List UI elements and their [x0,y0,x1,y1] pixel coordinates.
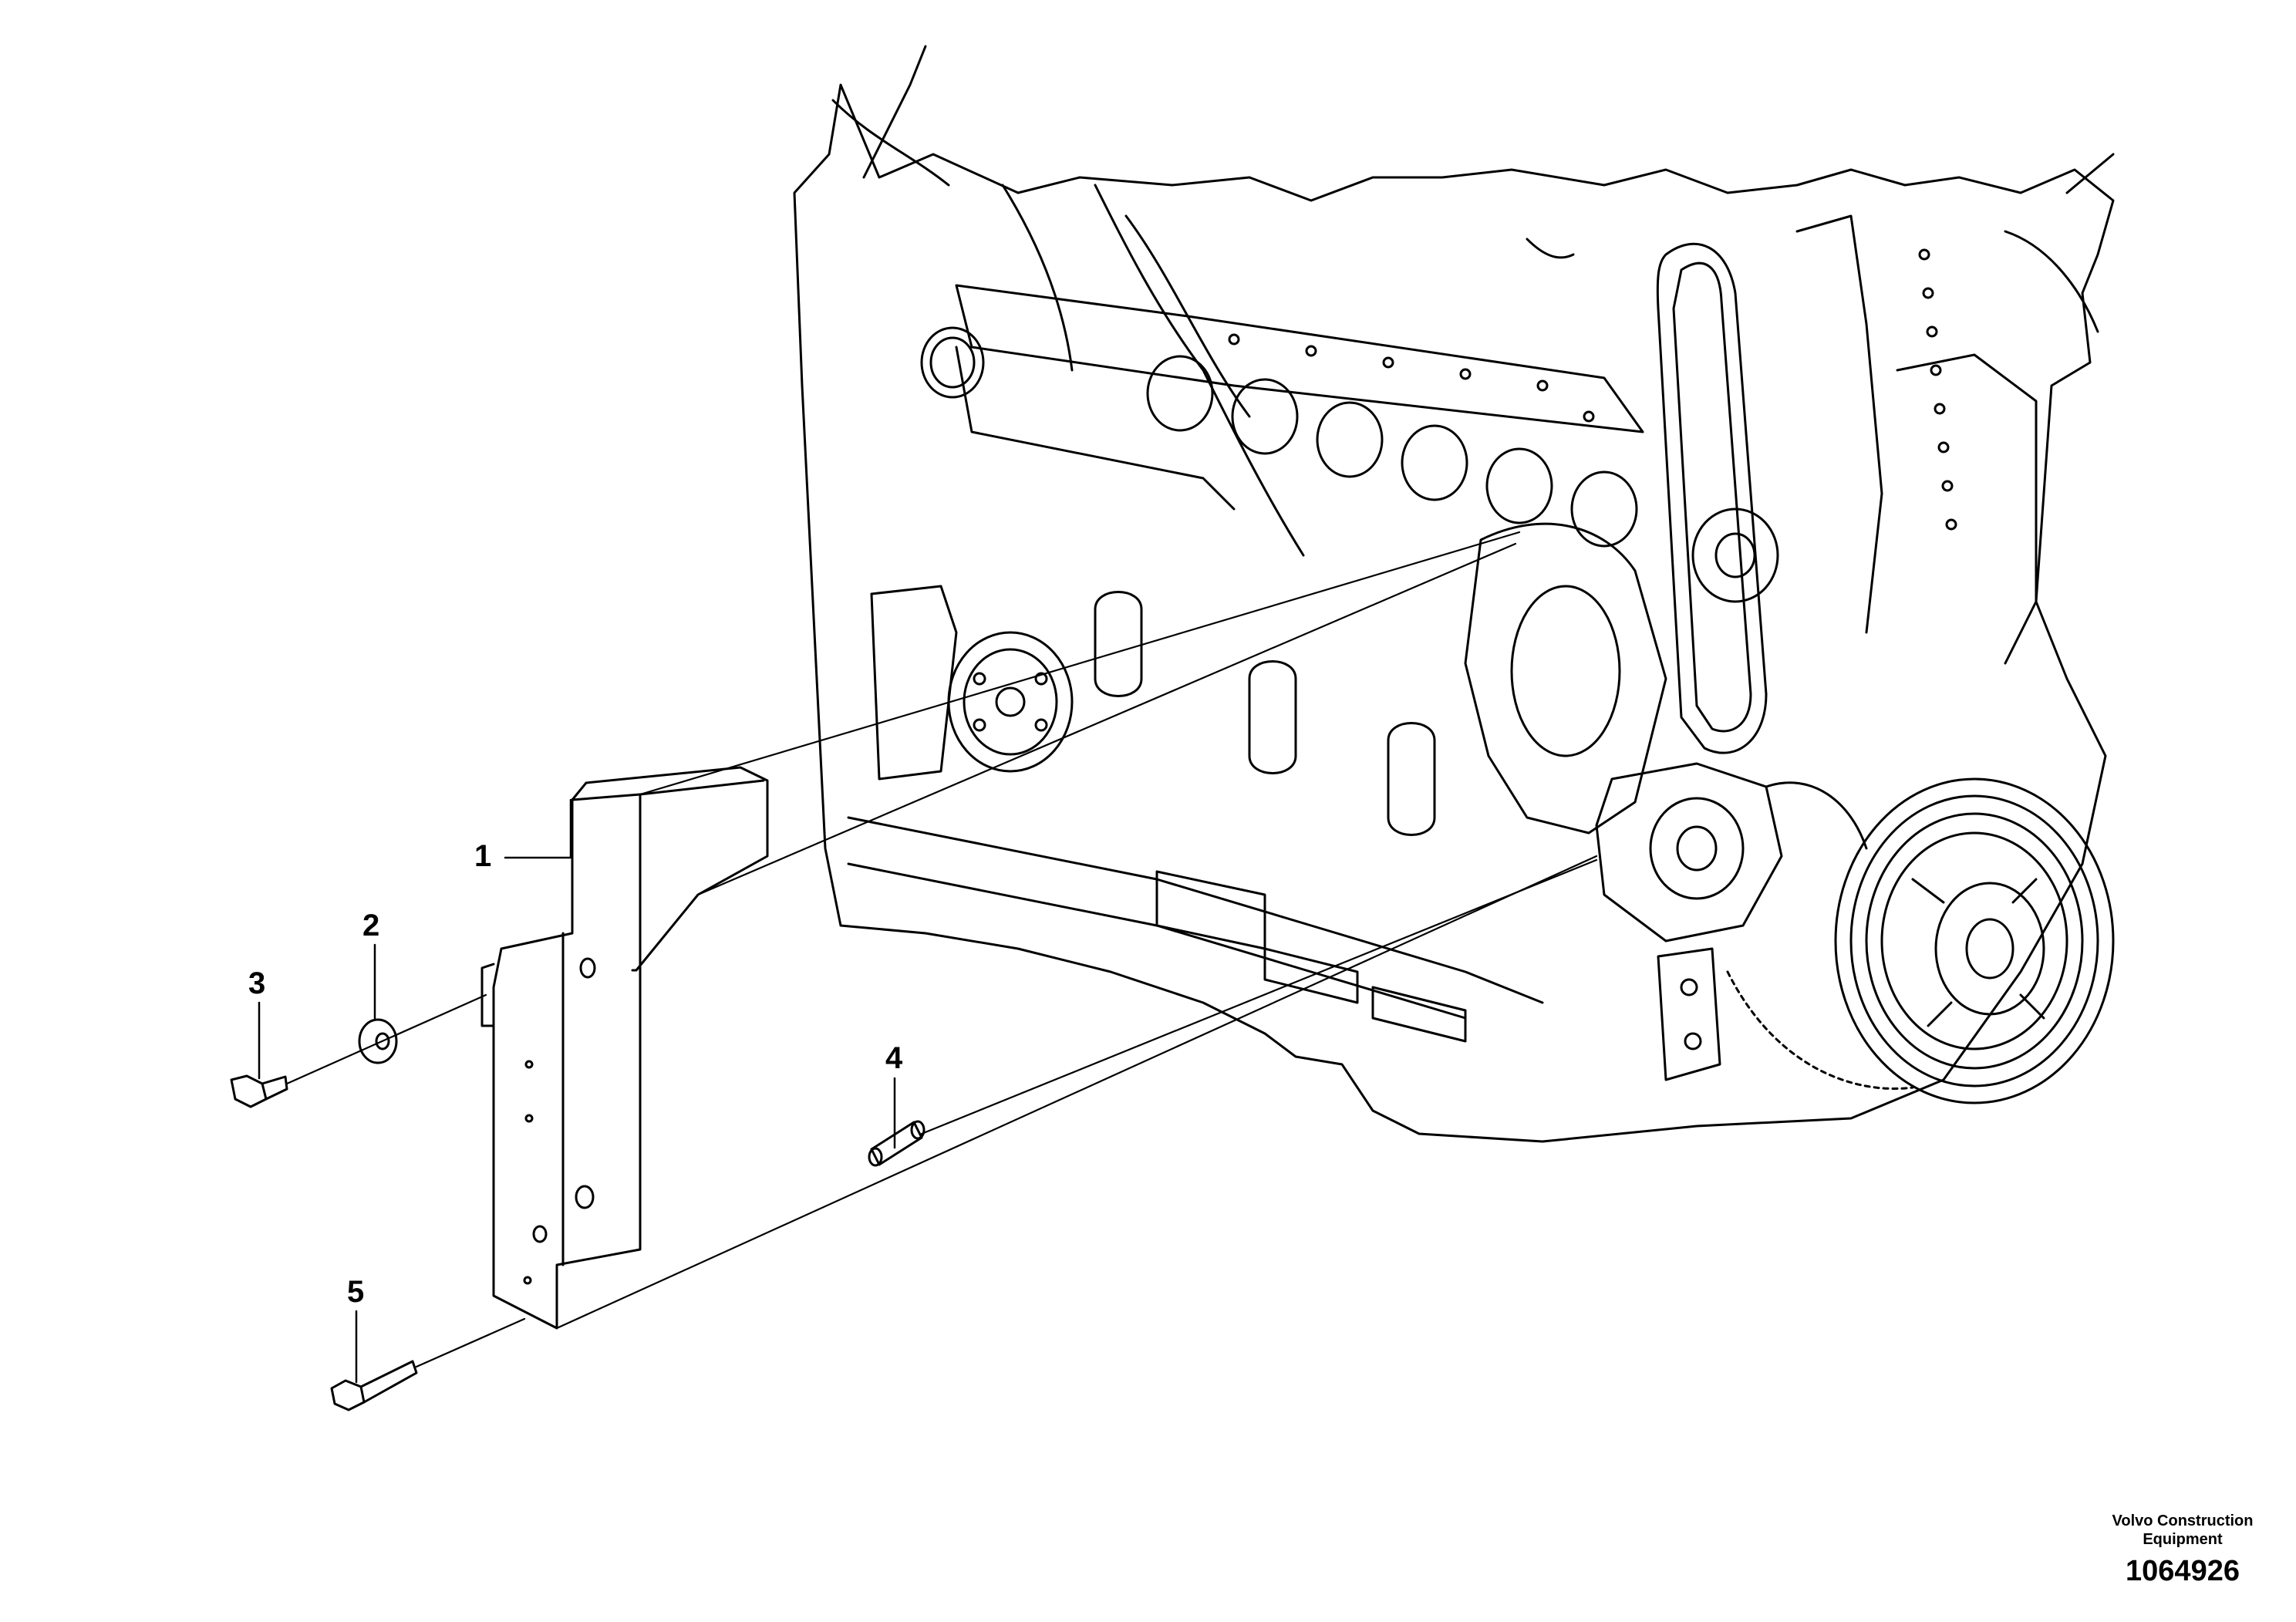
callout-2: 2 [362,909,380,943]
callout-3: 3 [248,966,266,1000]
part-2-washer [358,1018,398,1064]
part-5-long-bolt [330,1360,418,1411]
part-3-bolt [230,1074,288,1108]
callout-5: 5 [347,1275,365,1309]
part-1-heat-shield-bracket [480,766,769,1330]
publisher-line-2: Equipment [2143,1531,2223,1548]
publisher-line-1: Volvo Construction [2112,1512,2254,1529]
assembly-lines [285,531,1598,1368]
part-4-spacer [868,1120,925,1167]
publisher-label: Volvo Construction Equipment [2075,1512,2291,1549]
document-number: 1064926 [2126,1555,2240,1587]
callout-leaders [258,798,896,1384]
engine-assembly [793,45,2115,1143]
callout-4: 4 [885,1041,903,1075]
callout-1: 1 [474,839,492,873]
